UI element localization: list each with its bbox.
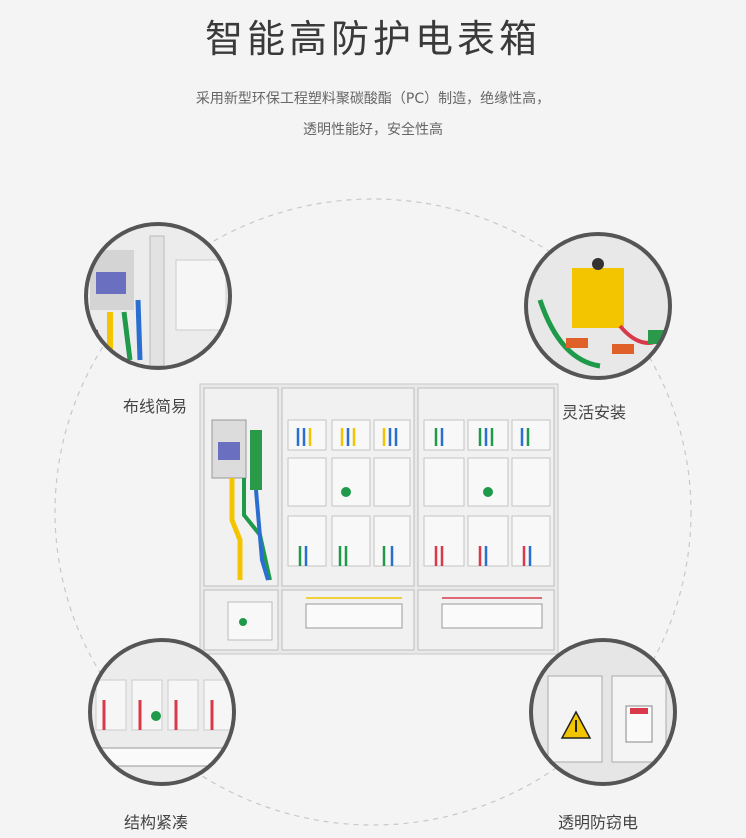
detail-installation-image <box>526 234 670 378</box>
detail-wiring-image <box>86 224 230 368</box>
feature-label-compact: 结构紧凑 <box>124 813 189 832</box>
description-line-1: 采用新型环保工程塑料聚碳酸酯（PC）制造，绝缘性高， <box>195 91 551 107</box>
detail-circle-border <box>88 638 236 786</box>
feature-label-flexible-install: 灵活安装 <box>562 403 627 422</box>
page-title: 智能高防护电表箱 <box>204 17 541 61</box>
detail-antitheft-image <box>531 640 675 784</box>
feature-label-easy-wiring: 布线简易 <box>123 397 188 416</box>
detail-compact-image <box>90 640 234 784</box>
detail-circle-border <box>529 638 677 786</box>
meter-box <box>199 383 559 655</box>
detail-circle-border <box>524 232 672 380</box>
description-line-2: 透明性能好，安全性高 <box>303 122 443 138</box>
feature-label-anti-theft: 透明防窃电 <box>558 813 639 832</box>
detail-circle-border <box>84 222 232 370</box>
dashed-ring <box>54 198 692 826</box>
